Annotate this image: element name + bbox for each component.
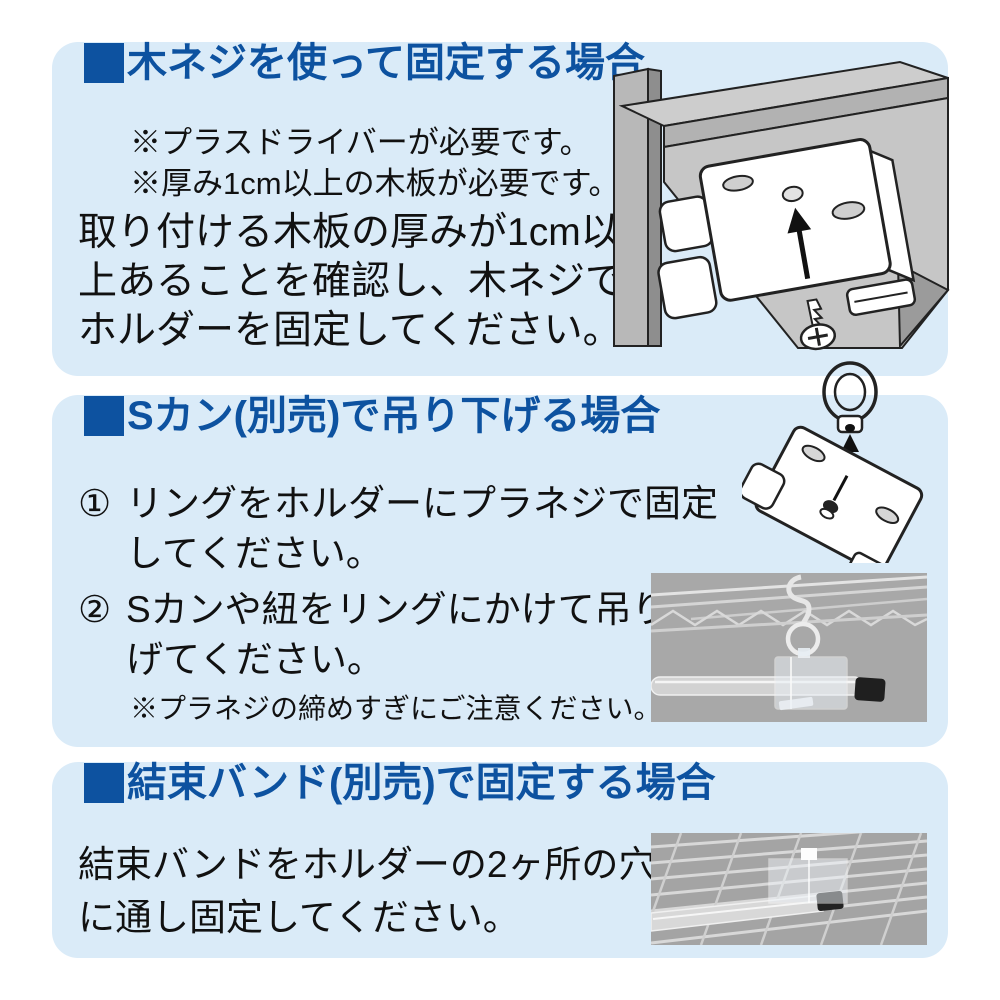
step-1: ① リングをホルダーにプラネジで固定してください。 — [78, 479, 726, 579]
zigzag-wire — [651, 609, 927, 627]
cable-tie-mounting-photo — [651, 833, 927, 945]
section-notes: ※プラスドライバーが必要です。 ※厚み1cm以上の木板が必要です。 — [130, 122, 619, 204]
note-line: ※厚み1cm以上の木板が必要です。 — [130, 166, 620, 201]
title-bullet-square — [84, 396, 124, 436]
step-text: Sカンや紐をリングにかけて吊り下げてください。 — [126, 589, 706, 680]
black-end-cap — [854, 677, 886, 702]
section-body: 取り付ける木板の厚みが1cm以上あることを確認し、木ネジでホルダーを固定してくだ… — [78, 211, 625, 352]
step-2: ② Sカンや紐をリングにかけて吊り下げてください。 — [78, 585, 726, 685]
section-body: 結束バンドをホルダーの2ヶ所の穴に通し固定してください。 — [78, 844, 656, 938]
holder-bracket — [742, 425, 924, 563]
step-number: ② — [78, 589, 112, 630]
s-hook-icon — [786, 574, 812, 626]
cable-tie — [801, 848, 817, 860]
step-text: リングをホルダーにプラネジで固定してください。 — [126, 483, 718, 574]
title-bullet-square — [84, 43, 124, 83]
s-hook-hanging-photo — [651, 573, 927, 722]
ring-attachment-illustration — [742, 361, 924, 563]
up-arrow-icon — [796, 226, 811, 280]
aluminum-bar — [651, 894, 824, 932]
step-number: ① — [78, 483, 112, 524]
clear-holder — [774, 656, 848, 710]
section-title-row: Sカン(別売)で吊り下げる場合 — [84, 395, 660, 437]
section-title-row: 木ネジを使って固定する場合 — [84, 42, 645, 84]
wood-screw-mounting-illustration — [613, 60, 950, 351]
note-line: ※プラスドライバーが必要です。 — [130, 125, 591, 160]
section-title: Sカン(別売)で吊り下げる場合 — [127, 394, 661, 438]
section-title-row: 結束バンド(別売)で固定する場合 — [84, 762, 716, 804]
eye-ring-icon — [822, 361, 878, 423]
caution-note: ※プラネジの締めすぎにご注意ください。 — [130, 693, 662, 724]
section-title: 木ネジを使って固定する場合 — [127, 41, 645, 85]
holder-bracket — [657, 138, 917, 351]
title-bullet-square — [84, 763, 124, 803]
section-title: 結束バンド(別売)で固定する場合 — [127, 761, 716, 805]
